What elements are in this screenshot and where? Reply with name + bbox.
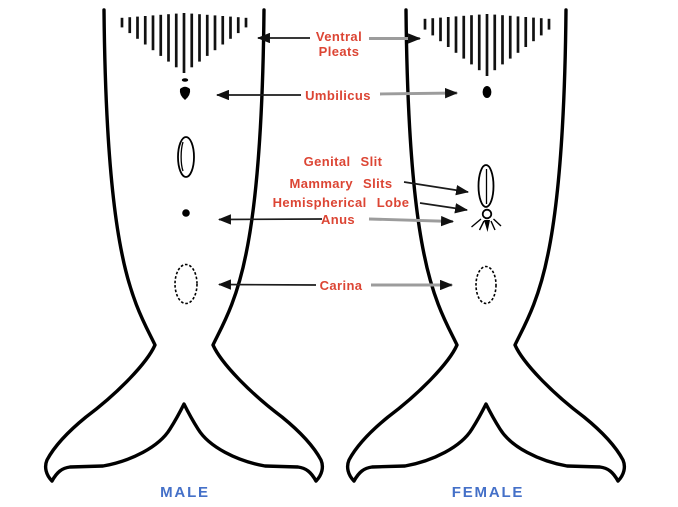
anus-ray: [493, 218, 502, 227]
female-figure: [345, 8, 627, 483]
arrow-umbilicus-to-female: [379, 87, 459, 99]
arrow-anus-to-male: [217, 214, 323, 225]
anus-ray: [478, 220, 485, 231]
label-carina: Carina: [320, 278, 363, 293]
male-ventral-pleats-icon: [120, 13, 248, 73]
label-genital-slit: Genital Slit: [304, 154, 383, 169]
male-body-outline: [43, 8, 325, 483]
male-anus-icon: [182, 209, 190, 217]
label-hemispherical-lobe: Hemispherical Lobe: [273, 195, 410, 210]
caption-female: FEMALE: [452, 484, 524, 501]
arrow-hemispherical-lobe-to-female: [419, 202, 469, 214]
male-umbilicus-dash-icon: [181, 78, 189, 82]
label-mammary-slits: Mammary Slits: [290, 176, 393, 191]
female-carina-icon: [475, 265, 497, 305]
female-anus-rays-icon: [471, 218, 502, 232]
label-ventral-pleats-line1: Ventral: [316, 29, 362, 44]
arrow-carina-to-male: [217, 279, 317, 290]
anus-ray: [490, 220, 496, 231]
label-umbilicus: Umbilicus: [305, 88, 371, 103]
annotation-arrows: [215, 32, 470, 291]
label-ventral-pleats-line2: Pleats: [319, 44, 360, 59]
female-ventral-pleats-icon: [423, 14, 551, 76]
label-anus: Anus: [321, 212, 355, 227]
male-genital-slit-inner-line: [180, 141, 184, 172]
anus-ray: [471, 218, 482, 228]
arrow-mammary-slits-to-female: [403, 181, 470, 196]
female-umbilicus-icon: [482, 86, 492, 98]
female-hemispherical-lobe-icon: [481, 208, 493, 220]
male-figure: [43, 8, 325, 483]
female-body-outline: [345, 8, 627, 483]
male-carina-icon: [174, 263, 198, 305]
caption-male: MALE: [160, 484, 210, 501]
male-genital-slit-icon: [177, 136, 195, 178]
annotation-labels: Ventral Pleats Umbilicus Genital Slit Ma…: [160, 29, 524, 501]
arrow-anus-to-female: [368, 215, 455, 227]
male-umbilicus-icon: [179, 86, 191, 100]
anus-wedge: [484, 220, 490, 232]
